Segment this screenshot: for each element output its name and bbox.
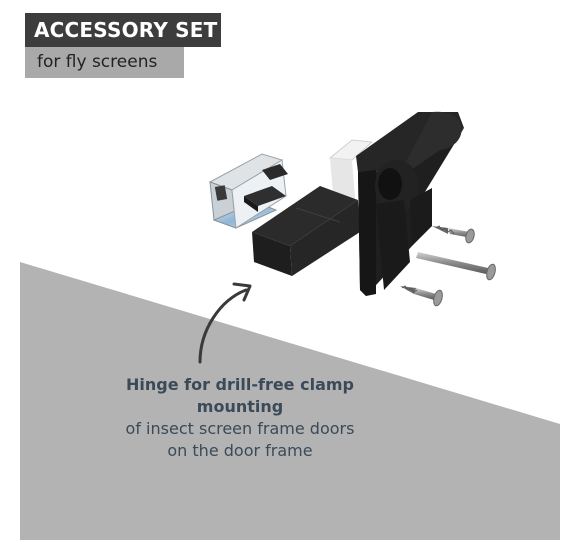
screw-short-top <box>432 225 475 244</box>
caption-headline-line2: mounting <box>196 397 284 416</box>
subtitle-badge: for fly screens <box>25 47 184 78</box>
screw-short-bottom <box>400 285 443 307</box>
caption-block: Hinge for drill-free clamp mounting of i… <box>40 374 440 462</box>
caption-headline-line1: Hinge for drill-free clamp <box>125 375 354 394</box>
clip-tab <box>244 164 288 212</box>
screw-long-middle <box>416 252 496 281</box>
curved-arrow-icon <box>198 282 252 364</box>
caption-body-line2: on the door frame <box>167 441 313 460</box>
title-badge: ACCESSORY SET <box>25 13 221 47</box>
hinge-profile <box>356 111 464 296</box>
caption-body-line1: of insect screen frame doors <box>125 419 355 438</box>
spacer-block <box>252 186 360 276</box>
